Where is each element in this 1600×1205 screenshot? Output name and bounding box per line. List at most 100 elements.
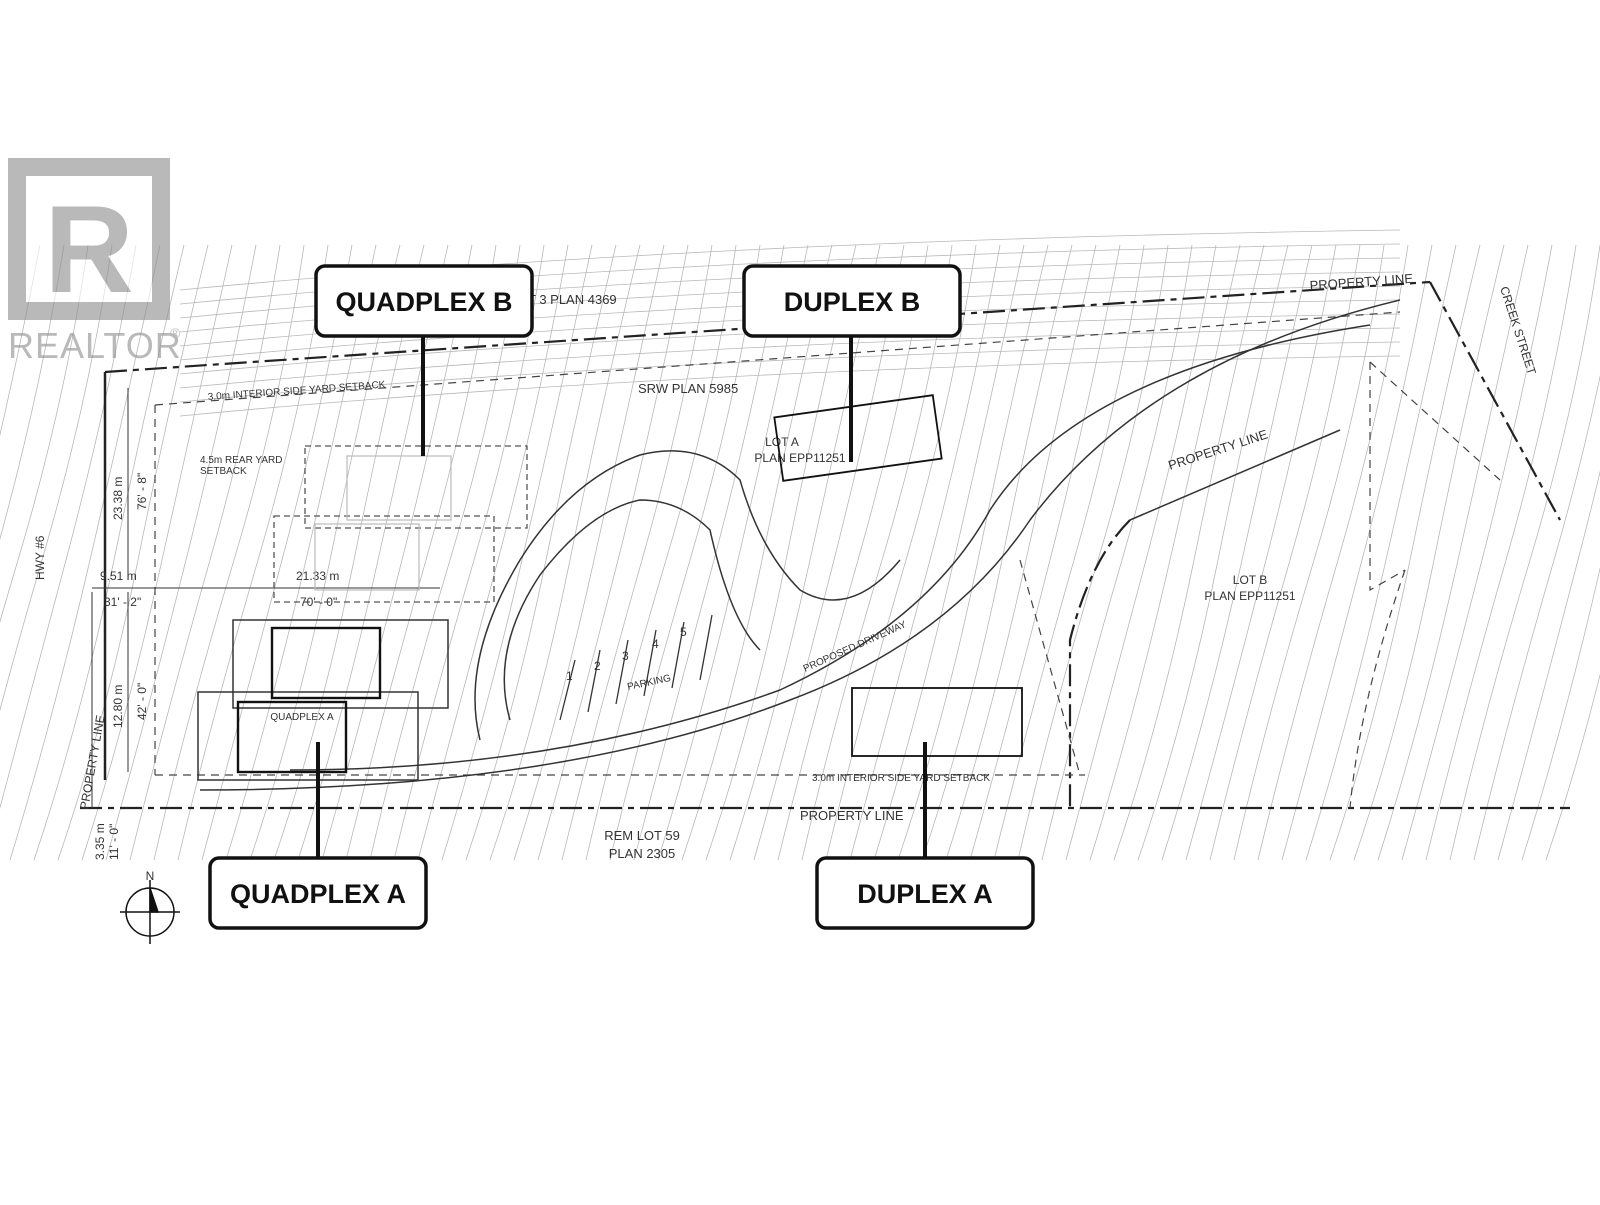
dim-3-35: 3.35 m: [93, 823, 107, 860]
callout-leaders: [316, 337, 927, 857]
rem-lot-label-1: REM LOT 59: [604, 828, 680, 843]
contour-line: [0, 244, 137, 810]
realtor-logo-letter: R: [44, 181, 134, 319]
dim-23-38: 23.38 m: [111, 477, 125, 520]
property-line-label-mid: PROPERTY LINE: [1166, 426, 1269, 472]
stall-1: 1: [566, 669, 573, 683]
contour-line: [1113, 244, 1265, 861]
callout-duplex-a: DUPLEX A: [815, 856, 1035, 930]
callout-quadplex-b: QUADPLEX B: [314, 264, 534, 338]
contour-line: [561, 244, 713, 861]
contour-line: [1377, 244, 1529, 861]
proposed-driveway-label: PROPOSED DRIVEWAY: [802, 619, 909, 675]
contour-line: [1425, 244, 1577, 861]
contour-line: [585, 244, 737, 861]
topographic-contours: [0, 229, 1600, 861]
quadplex-a-units: [236, 626, 382, 774]
rear-setback-label-1: 4.5m REAR YARD: [200, 455, 282, 466]
contour-line: [513, 244, 665, 861]
contour-line: [801, 244, 953, 861]
property-lines: [80, 280, 1570, 810]
contour-line: [225, 244, 377, 861]
contour-line: [1401, 244, 1553, 861]
contour-line: [873, 244, 1025, 861]
contour-line: [57, 244, 209, 861]
quadplex-b-units: [314, 455, 452, 591]
lot-b-label-1: LOT B: [1233, 573, 1267, 587]
creek-street-label: CREEK STREET: [1497, 285, 1539, 377]
quadplex-a-plan-label: QUADPLEX A: [270, 712, 334, 723]
contour-line: [153, 244, 305, 861]
contour-line: [1137, 244, 1289, 861]
contour-line: [179, 327, 1401, 389]
contour-line: [921, 244, 1073, 861]
dimension-labels: 23.38 m 76' - 8" 9.51 m 31' - 2" 21.33 m…: [93, 473, 339, 860]
contour-line: [1041, 244, 1193, 861]
contour-line: [1257, 244, 1409, 861]
dim-42-0: 42' - 0": [135, 683, 149, 720]
contour-line: [681, 244, 833, 861]
contour-line: [489, 244, 641, 861]
contour-line: [945, 244, 1097, 861]
lot-a-label-1: LOT A: [765, 435, 799, 449]
rem-lot-label-2: PLAN 2305: [609, 846, 676, 861]
contour-line: [777, 244, 929, 861]
callout-duplex-b-label: DUPLEX B: [784, 287, 921, 317]
building-footprints: [197, 394, 1023, 781]
stall-5: 5: [680, 625, 687, 639]
contour-line: [1449, 244, 1600, 861]
contour-line: [1521, 566, 1600, 861]
contour-line: [969, 244, 1121, 861]
contour-line: [1353, 244, 1505, 861]
contour-line: [825, 244, 977, 861]
quadplex-a-footprint: [197, 619, 449, 781]
contour-line: [1329, 244, 1481, 861]
stall-4: 4: [652, 637, 659, 651]
dim-12-80: 12.80 m: [111, 685, 125, 728]
property-line-label-top: PROPERTY LINE: [1309, 271, 1414, 293]
parking-stalls: [559, 614, 713, 721]
callout-quadplex-b-label: QUADPLEX B: [335, 287, 512, 317]
contour-line: [705, 244, 857, 861]
contour-line: [1497, 470, 1600, 861]
contour-line: [1209, 244, 1361, 861]
contour-line: [1185, 244, 1337, 861]
lot-b-label-2: PLAN EPP11251: [1204, 589, 1295, 603]
contour-line: [0, 244, 65, 540]
contour-line: [993, 244, 1145, 861]
dim-9-51: 9.51 m: [100, 569, 137, 583]
contour-line: [1089, 244, 1241, 861]
interior-setback-bottom-label: 3.0m INTERIOR SIDE YARD SETBACK: [812, 773, 990, 784]
dim-21-33: 21.33 m: [296, 569, 339, 583]
lot3-plan-label: T 3 PLAN 4369: [528, 292, 617, 307]
contour-line: [0, 244, 41, 437]
hwy-label: HWY #6: [33, 535, 47, 580]
contour-line: [417, 244, 569, 861]
contour-line: [33, 244, 185, 861]
contour-line: [0, 244, 113, 712]
dim-31-2: 31' - 2": [104, 595, 141, 609]
dim-11-0: 11' - 0": [107, 824, 121, 860]
north-label: N: [146, 869, 155, 883]
duplex-b-footprint: [773, 394, 943, 482]
parking-label: PARKING: [626, 673, 672, 693]
contour-line: [657, 244, 809, 861]
realtor-reg-mark: ®: [170, 325, 181, 341]
contour-line: [633, 244, 785, 861]
contour-line: [465, 244, 617, 861]
contour-line: [609, 244, 761, 861]
contour-line: [1281, 244, 1433, 861]
rear-setback-label-2: SETBACK: [200, 466, 247, 477]
contour-line: [345, 244, 497, 861]
contour-line: [179, 341, 1401, 403]
stall-3: 3: [622, 649, 629, 663]
contour-line: [1161, 244, 1313, 861]
contour-line: [201, 244, 353, 861]
setback-lines: [154, 311, 1501, 809]
callout-duplex-b: DUPLEX B: [742, 264, 962, 338]
contour-line: [105, 244, 257, 861]
duplex-a-footprint: [851, 687, 1023, 757]
contour-line: [9, 244, 161, 861]
